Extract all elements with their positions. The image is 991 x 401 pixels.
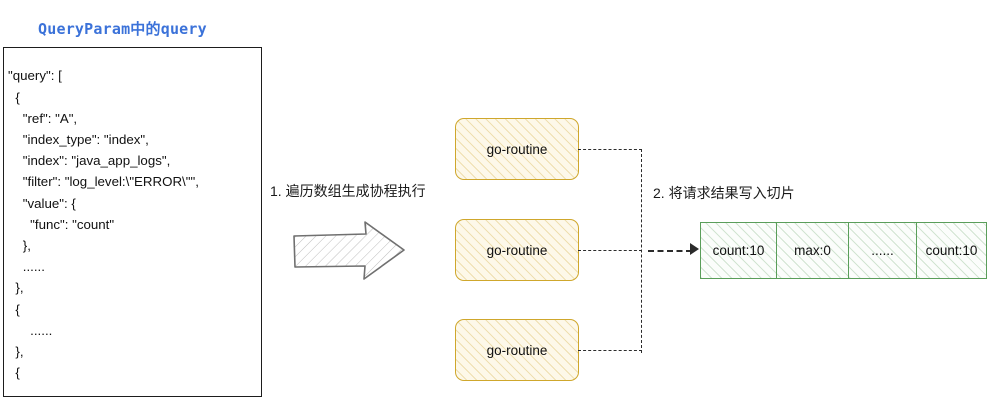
query-param-title: QueryParam中的query — [38, 20, 207, 38]
connector-to-slice — [648, 250, 692, 252]
goroutine-box: go-routine — [455, 118, 579, 180]
slice-cell: count:10 — [701, 223, 777, 278]
goroutine-box: go-routine — [455, 219, 579, 281]
slice-cell: ...... — [849, 223, 917, 278]
query-json-box: "query": [ { "ref": "A", "index_type": "… — [3, 47, 262, 397]
goroutine-label: go-routine — [486, 242, 548, 258]
slice-cell: max:0 — [777, 223, 849, 278]
arrow-head-icon — [690, 243, 699, 255]
connector-goroutine-1 — [578, 149, 642, 150]
goroutine-label: go-routine — [486, 141, 548, 157]
process-arrow-icon — [293, 221, 405, 280]
slice-cell: count:10 — [925, 243, 978, 258]
connector-bus-line — [641, 149, 642, 353]
connector-goroutine-2 — [578, 250, 642, 251]
connector-goroutine-3 — [578, 350, 642, 351]
step-2-label: 2. 将请求结果写入切片 — [653, 185, 795, 201]
result-slice: count:10 max:0 ...... count:10 — [700, 222, 987, 279]
step-1-label: 1. 遍历数组生成协程执行 — [270, 183, 426, 199]
goroutine-box: go-routine — [455, 319, 579, 381]
query-json-code: "query": [ { "ref": "A", "index_type": "… — [8, 68, 199, 397]
goroutine-label: go-routine — [486, 342, 548, 358]
